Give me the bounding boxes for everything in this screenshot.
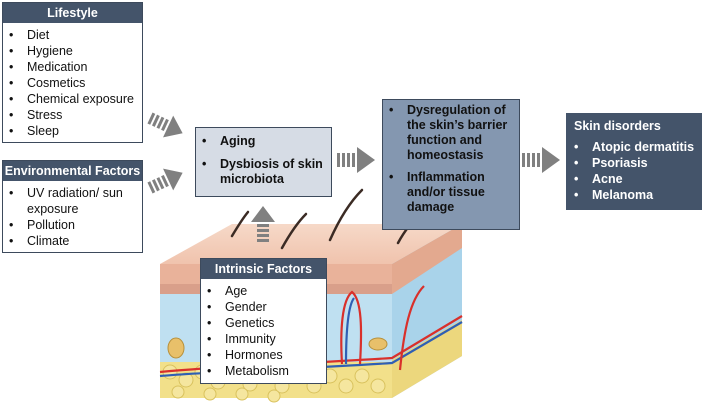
- environmental-list: UV radiation/ sun exposure Pollution Cli…: [3, 181, 142, 249]
- list-item: Genetics: [207, 315, 326, 331]
- arrow-aging-to-dysregulation: [337, 147, 375, 173]
- aging-list: Aging Dysbiosis of skin microbiota: [196, 128, 331, 187]
- lifestyle-title: Lifestyle: [3, 3, 142, 23]
- list-item: Immunity: [207, 331, 326, 347]
- environmental-title: Environmental Factors: [3, 161, 142, 181]
- list-item: Dysbiosis of skin microbiota: [202, 157, 331, 187]
- arrow-dysregulation-to-disorders: [522, 147, 560, 173]
- arrow-environmental-to-aging: [147, 168, 183, 194]
- list-item: Cosmetics: [9, 75, 142, 91]
- environmental-factors-box: Environmental Factors UV radiation/ sun …: [2, 160, 143, 253]
- aging-dysbiosis-box: Aging Dysbiosis of skin microbiota: [195, 127, 332, 197]
- list-item: Climate: [9, 233, 142, 249]
- dysregulation-list: Dysregulation of the skin’s barrier func…: [383, 100, 519, 215]
- list-item: Stress: [9, 107, 142, 123]
- list-item: Metabolism: [207, 363, 326, 379]
- list-item: Pollution: [9, 217, 142, 233]
- hair-follicle: [167, 337, 388, 359]
- list-item: Medication: [9, 59, 142, 75]
- skin-disorders-title: Skin disorders: [574, 119, 661, 133]
- list-item: Age: [207, 283, 326, 299]
- skin-disorders-box: Skin disorders Atopic dermatitis Psorias…: [566, 113, 702, 210]
- lifestyle-list: Diet Hygiene Medication Cosmetics Chemic…: [3, 23, 142, 139]
- list-item: Chemical exposure: [9, 91, 142, 107]
- skin-disorders-list: Atopic dermatitis Psoriasis Acne Melanom…: [567, 133, 701, 203]
- list-item: Diet: [9, 27, 142, 43]
- list-item: UV radiation/ sun exposure: [9, 185, 142, 217]
- arrow-lifestyle-to-aging: [147, 112, 183, 138]
- intrinsic-list: Age Gender Genetics Immunity Hormones Me…: [201, 279, 326, 379]
- list-item: Atopic dermatitis: [574, 139, 701, 155]
- intrinsic-factors-box: Intrinsic Factors Age Gender Genetics Im…: [200, 258, 327, 384]
- list-item: Psoriasis: [574, 155, 701, 171]
- list-item: Hygiene: [9, 43, 142, 59]
- list-item: Hormones: [207, 347, 326, 363]
- list-item: Aging: [202, 134, 331, 149]
- list-item: Acne: [574, 171, 701, 187]
- list-item: Inflammation and/or tissue damage: [389, 170, 519, 215]
- dysregulation-box: Dysregulation of the skin’s barrier func…: [382, 99, 520, 230]
- list-item: Sleep: [9, 123, 142, 139]
- skin-surface: [160, 224, 462, 264]
- intrinsic-title: Intrinsic Factors: [201, 259, 326, 279]
- list-item: Dysregulation of the skin’s barrier func…: [389, 103, 519, 163]
- arrow-intrinsic-to-aging: [251, 206, 275, 242]
- list-item: Melanoma: [574, 187, 701, 203]
- list-item: Gender: [207, 299, 326, 315]
- lifestyle-box: Lifestyle Diet Hygiene Medication Cosmet…: [2, 2, 143, 143]
